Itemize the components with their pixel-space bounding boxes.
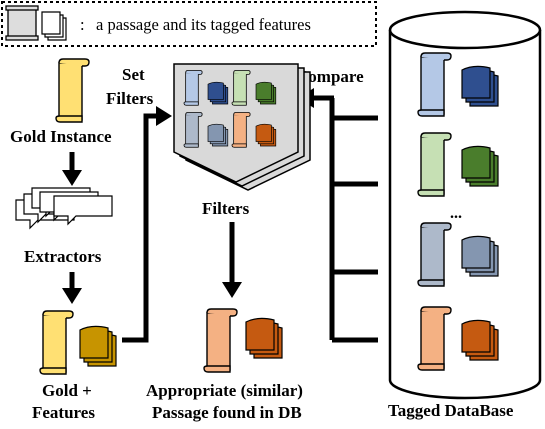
gold-features-label-line2: Features [32,403,95,422]
gold-to-extractors-arrowhead [62,170,82,186]
filters-to-result-arrowhead [222,282,242,298]
gold-features-label-line1: Gold + [42,381,92,400]
gold-features-passage [39,310,117,375]
extractors-icon [15,187,113,229]
db-ellipsis: ... [450,205,462,222]
gold-instance-label: Gold Instance [10,127,112,146]
extractors-label: Extractors [24,247,102,266]
compare-label: Compare [296,67,364,86]
legend-colon: : [80,15,85,34]
legend: : a passage and its tagged features [1,1,377,47]
filters-funnel [173,63,311,191]
set-filters-label-line2: Filters [106,89,154,108]
result-label-line1: Appropriate (similar) [146,381,303,400]
tagged-database-label: Tagged DataBase [388,401,514,420]
tagged-database-cylinder [388,10,542,400]
result-label-line2: Passage found in DB [152,403,302,422]
filters-label: Filters [202,199,250,218]
extractors-to-gold-features-arrowhead [62,288,82,304]
gold-instance-passage [55,58,90,123]
set-filters-arrowhead [156,106,172,126]
compare-connector [312,95,378,343]
legend-passage-icon [5,5,39,41]
legend-feature-icon [41,11,67,41]
legend-text: a passage and its tagged features [96,15,311,34]
set-filters-connector [122,113,158,343]
result-passage [203,308,283,373]
set-filters-label-line1: Set [122,65,145,84]
